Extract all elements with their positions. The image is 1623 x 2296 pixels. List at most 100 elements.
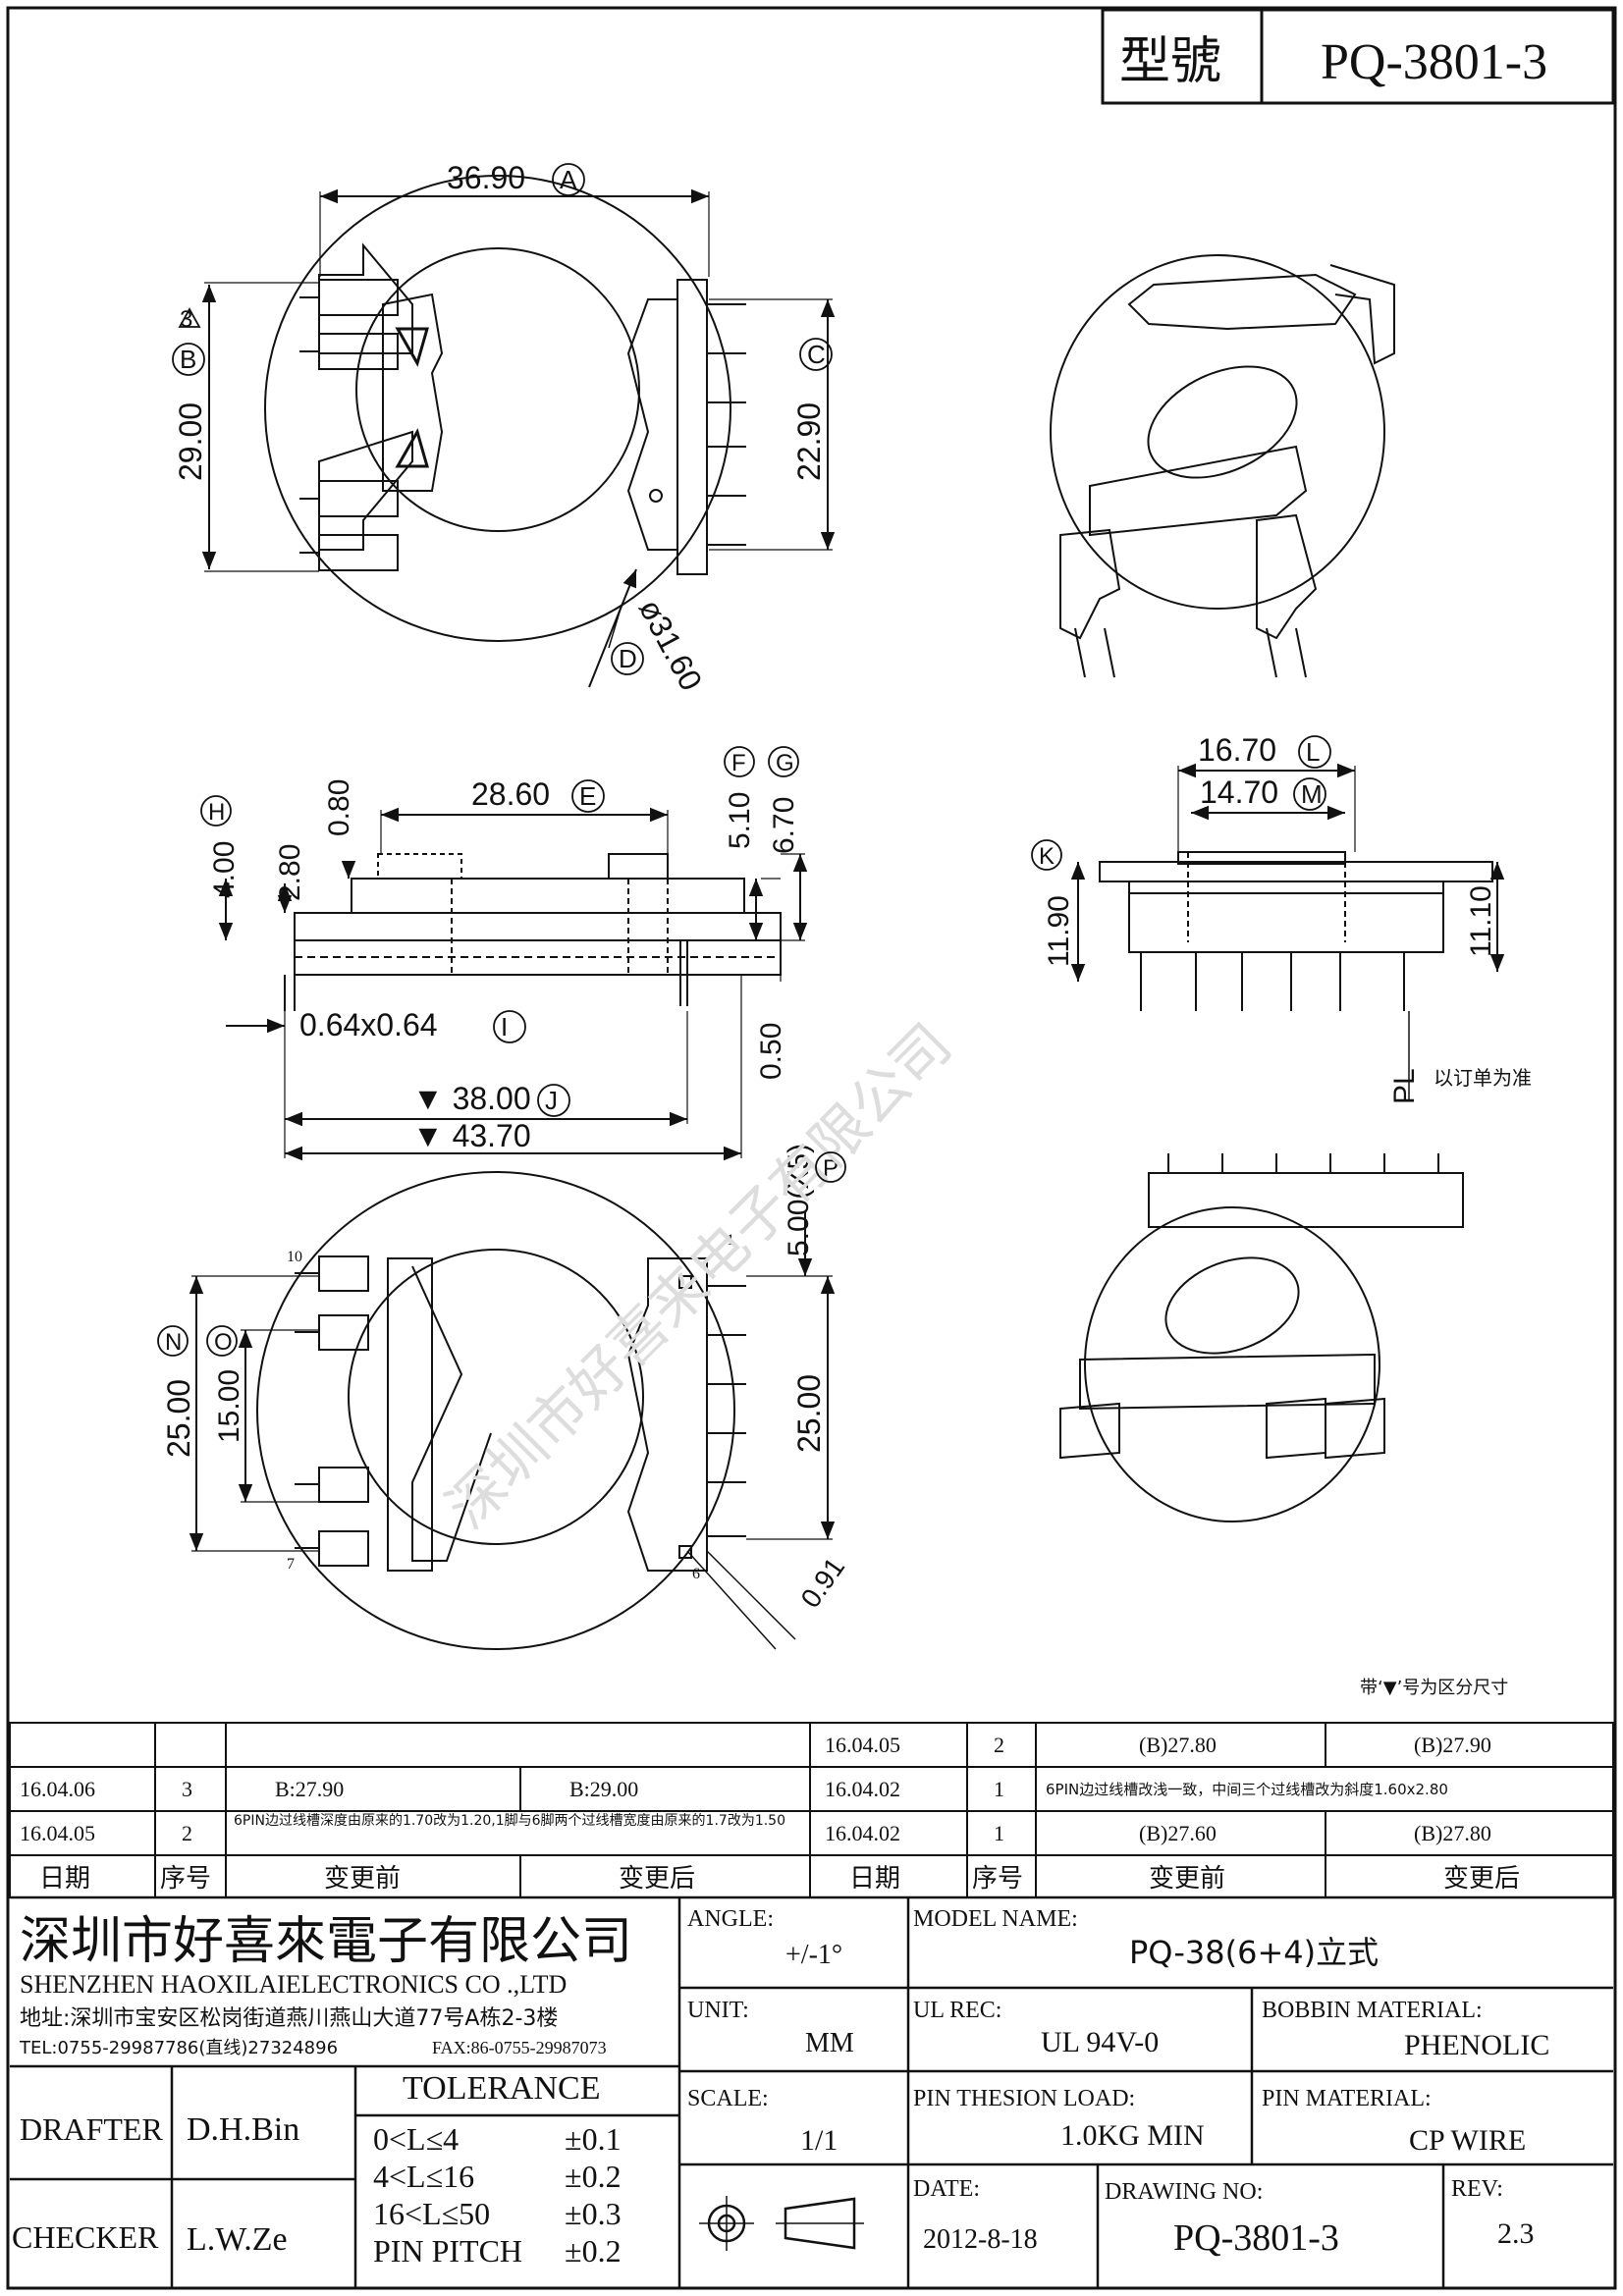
company-name-cn: 深圳市好喜來電子有限公司 — [20, 1912, 632, 1971]
tag-p: P — [823, 1155, 839, 1182]
company-address: 地址:深圳市宝安区松岗街道燕川燕山大道77号A栋2-3楼 — [20, 2006, 558, 2031]
tag-j: J — [545, 1086, 558, 1115]
pitch: 5.00(X5) — [783, 1144, 815, 1256]
model-value: PQ-3801-3 — [1321, 34, 1547, 90]
tag-f: F — [731, 750, 746, 776]
tol-range-0: 0<L≤4 — [373, 2121, 459, 2157]
pin-mat-label: PIN MATERIAL: — [1262, 2086, 1432, 2111]
rev-r1-before: 6PIN边过线槽改浅一致，中间三个过线槽改为斜度1.60x2.80 — [1046, 1781, 1448, 1798]
rev-r2-seq: 1 — [994, 1821, 1004, 1845]
dim-b: 2.80 — [274, 844, 306, 901]
rev-l2-before: 6PIN边过线槽深度由原来的1.70改为1.20,1脚与6脚两个过线槽宽度由原来… — [234, 1813, 785, 1829]
tol-value-0: ±0.1 — [565, 2121, 622, 2157]
core-inner-circle — [355, 247, 640, 532]
company-name-en: SHENZHEN HAOXILAIELECTRONICS CO .,LTD — [20, 1970, 567, 1999]
tag-a: A — [560, 165, 577, 194]
tol-value-3: ±0.2 — [565, 2233, 622, 2269]
end-view-pins — [1140, 952, 1405, 1011]
tag-e: E — [579, 781, 596, 811]
dim-j: ▼ 38.00 — [412, 1081, 531, 1116]
tag-m: M — [1301, 779, 1323, 809]
rev-head-date-l: 日期 — [39, 1864, 90, 1894]
bottom-right-flange — [626, 1257, 708, 1572]
tol-value-1: ±0.2 — [565, 2159, 622, 2194]
dim-bottom-right: 25.00 — [791, 1374, 827, 1453]
unit-label: UNIT: — [687, 1998, 749, 2023]
bobbin-label: BOBBIN MATERIAL: — [1262, 1998, 1483, 2023]
rev-head-seq-l: 序号 — [160, 1864, 211, 1894]
tol-value-2: ±0.3 — [565, 2196, 622, 2231]
drafter-value: D.H.Bin — [187, 2111, 299, 2148]
rev-l2-date: 16.04.05 — [20, 1821, 95, 1845]
top-view — [201, 175, 836, 688]
rev-r1-seq: 1 — [994, 1777, 1004, 1801]
tag-o: O — [214, 1329, 233, 1356]
rev-label: REV: — [1451, 2176, 1503, 2202]
revision-table — [9, 1722, 1614, 1898]
company-fax: FAX:86-0755-29987073 — [432, 2038, 607, 2057]
tag-l: L — [1306, 737, 1320, 767]
pin-label-6: 6 — [692, 1566, 700, 1582]
tag-i: I — [501, 1012, 508, 1041]
dim-h: 4.00 — [208, 841, 241, 898]
angle-value: +/-1° — [785, 1940, 842, 1970]
pin-load-value: 1.0KG MIN — [1060, 2119, 1205, 2152]
company-tel: TEL:0755-29987786(直线)27324896 — [19, 2038, 338, 2058]
rev-r0-after: (B)27.90 — [1414, 1733, 1491, 1757]
dim-f: 5.10 — [724, 792, 756, 849]
pl-note: 以订单为准 — [1434, 1066, 1532, 1090]
tolerance-title: TOLERANCE — [403, 2070, 600, 2107]
scale-value: 1/1 — [800, 2124, 838, 2157]
bobbin-value: PHENOLIC — [1404, 2029, 1549, 2061]
rev-l1-after: B:29.00 — [569, 1777, 638, 1801]
checker-label: CHECKER — [12, 2219, 159, 2255]
side-view — [218, 807, 808, 1161]
rev-head-before-l: 变更前 — [324, 1864, 401, 1894]
title-block — [10, 1896, 1613, 2288]
rev-value: 2.3 — [1497, 2217, 1535, 2250]
bottom-left-flange — [387, 1257, 433, 1572]
pin-label-1: 1 — [727, 1232, 734, 1249]
pin-load-label: PIN THESION LOAD: — [913, 2086, 1135, 2111]
tag-n: N — [165, 1329, 182, 1356]
dim-c: 0.50 — [755, 1023, 787, 1080]
dim-a: 0.80 — [323, 779, 355, 836]
tag-k: K — [1039, 843, 1055, 870]
rev-head-date-r: 日期 — [849, 1864, 900, 1894]
model-label: 型號 — [1119, 32, 1221, 91]
checker-value: L.W.Ze — [187, 2221, 288, 2258]
dim-n: 25.00 — [161, 1379, 196, 1458]
dim-total: ▼ 43.70 — [412, 1118, 531, 1153]
tag-h: H — [208, 799, 225, 826]
pin-label-10: 10 — [287, 1249, 302, 1265]
drawing-value: PQ-3801-3 — [1173, 2217, 1339, 2259]
angle-label: ANGLE: — [687, 1906, 774, 1932]
model-name-label: MODEL NAME: — [913, 1906, 1078, 1932]
date-value: 2012-8-18 — [923, 2224, 1038, 2255]
drafter-label: DRAFTER — [20, 2111, 163, 2147]
date-label: DATE: — [913, 2176, 980, 2202]
model-name-value: PQ-38(6+4)立式 — [1129, 1934, 1379, 1971]
pl-label: PL — [1388, 1068, 1421, 1104]
dim-e: 28.60 — [471, 776, 550, 812]
tol-range-3: PIN PITCH — [373, 2233, 522, 2269]
bottom-view — [189, 1171, 836, 1650]
isometric-view-top — [1050, 254, 1395, 678]
dim-g: 6.70 — [768, 797, 800, 854]
rev-r0-before: (B)27.80 — [1139, 1733, 1217, 1757]
tag-b: B — [180, 345, 196, 374]
rev-l2-seq: 2 — [182, 1821, 192, 1845]
tag-c: C — [807, 340, 826, 369]
rev-head-after-r: 变更后 — [1443, 1864, 1520, 1894]
dim-k: 11.90 — [1043, 895, 1075, 967]
scale-label: SCALE: — [687, 2086, 769, 2111]
note-mark: 带‘▼’号为区分尺寸 — [1360, 1678, 1508, 1698]
rev-r1-date: 16.04.02 — [825, 1777, 900, 1801]
rev-head-seq-r: 序号 — [972, 1864, 1023, 1894]
rev-head-before-r: 变更前 — [1149, 1864, 1225, 1894]
dim-pin: 0.64x0.64 — [299, 1007, 438, 1042]
drawing-label: DRAWING NO: — [1105, 2179, 1263, 2205]
rev-r0-date: 16.04.05 — [825, 1733, 900, 1757]
rev-head-after-l: 变更后 — [619, 1864, 695, 1894]
